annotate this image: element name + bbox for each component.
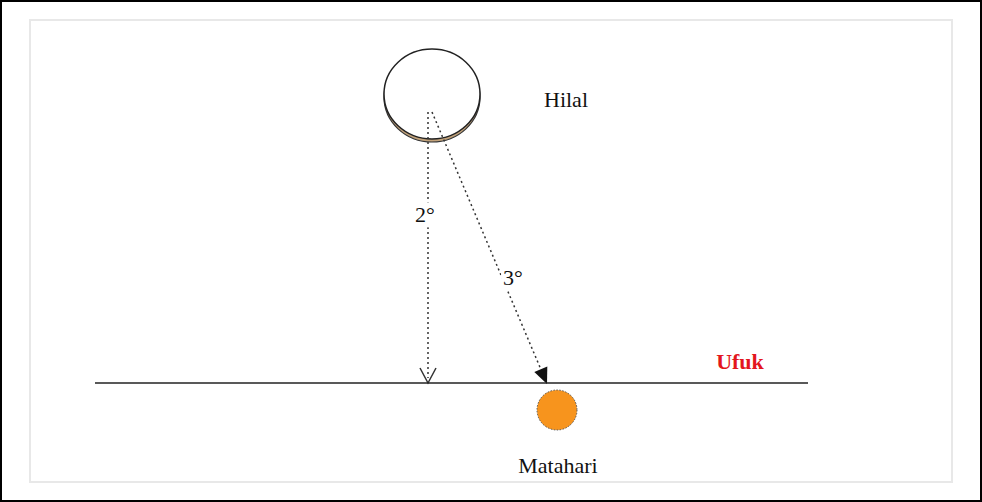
panel — [30, 20, 952, 482]
elongation-line — [432, 112, 541, 369]
altitude-label: 2° — [413, 202, 437, 227]
horizon-line — [95, 382, 808, 384]
sun-label: Matahari — [518, 453, 597, 478]
horizon-label: Ufuk — [716, 349, 764, 374]
altitude-line — [427, 112, 429, 378]
moon-label: Hilal — [544, 87, 588, 112]
moon-circle — [384, 49, 480, 139]
elongation-label: 3° — [501, 265, 525, 290]
arrow-head — [420, 368, 436, 383]
arrow-head — [534, 367, 547, 385]
sun — [537, 390, 577, 430]
